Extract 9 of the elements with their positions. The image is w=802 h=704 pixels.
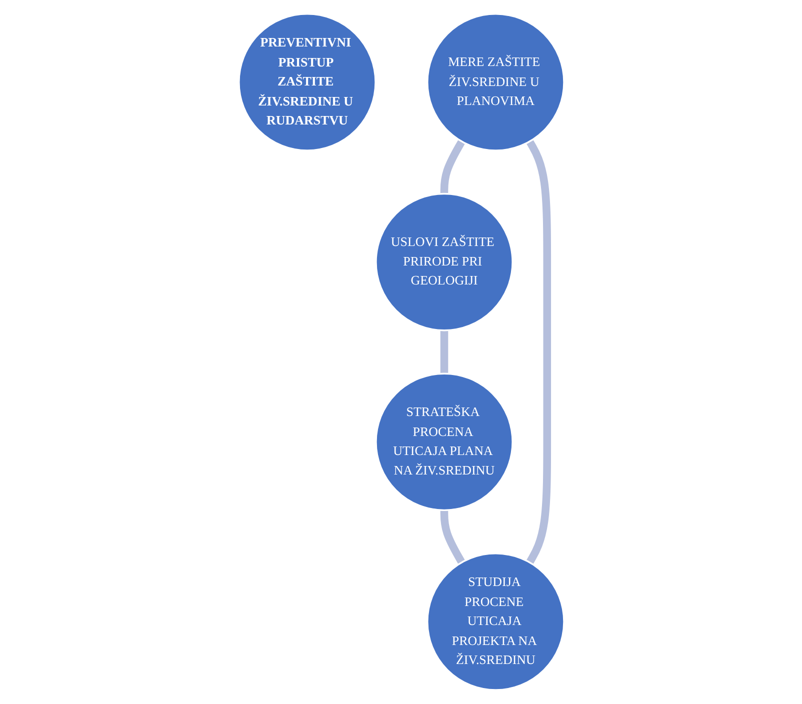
node-circle: PREVENTIVNI PRISTUP ZAŠTITE ŽIV.SREDINE U RUDARSTVU <box>238 13 376 152</box>
connector <box>440 330 448 374</box>
connector <box>440 140 465 194</box>
node-circle: STRATEŠKA PROCENA UTICAJA PLANA NA ŽIV.SREDINU <box>374 372 513 512</box>
connector <box>526 140 551 564</box>
node-circle: MERE ZAŠTITE ŽIV.SREDINE U PLANOVIMA <box>426 13 564 152</box>
connector <box>440 510 465 564</box>
node-circle: USLOVI ZAŠTITE PRIRODE PRI GEOLOGIJI <box>374 192 513 332</box>
node-circle: STUDIJA PROCENE UTICAJA PROJEKTA NA ŽIV.SREDINU <box>426 552 564 691</box>
